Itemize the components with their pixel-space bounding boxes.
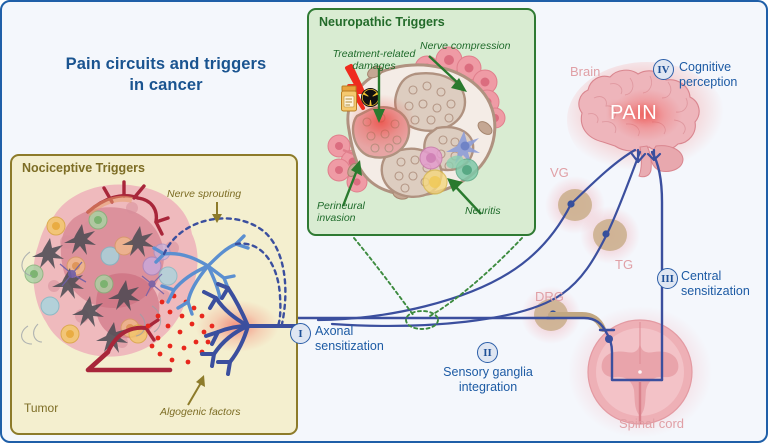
label-tumor: Tumor <box>24 401 59 415</box>
step-label-sensory-ganglia-integration: Sensory ganglia integration <box>443 365 533 394</box>
main-nerve-arbor <box>200 282 298 376</box>
step-label-central-sensitization: Central sensitization <box>681 269 750 298</box>
spinal-cord-illustration <box>587 319 693 425</box>
panel-nociceptive-triggers: Nociceptive Triggers <box>10 154 298 435</box>
step-badge-ii[interactable]: II <box>477 342 498 363</box>
label-spinal-cord: Spinal cord <box>619 416 685 431</box>
page-title: Pain circuits and triggers in cancer <box>36 54 296 95</box>
title-line-1: Pain circuits and triggers <box>65 55 267 73</box>
neuritis-arrow <box>447 178 482 215</box>
perineural-invasion-arrow <box>341 160 362 207</box>
step-label-axonal-sensitization: Axonal sensitization <box>315 324 384 353</box>
vg-afferent <box>316 202 573 322</box>
treatment-damage-arrow <box>373 68 385 123</box>
label-nerve-compression: Nerve compression <box>420 40 511 52</box>
step-badge-iii[interactable]: III <box>657 268 678 289</box>
label-nerve-sprouting: Nerve sprouting <box>167 188 242 200</box>
nerve-pathways <box>236 148 664 382</box>
label-tg: TG <box>615 257 634 272</box>
radiation-hazard-icon <box>361 88 380 107</box>
tg-afferent <box>330 234 608 327</box>
panel-nociceptive-title: Nociceptive Triggers <box>22 161 145 175</box>
label-algogenic-factors: Algogenic factors <box>160 406 241 418</box>
label-brain: Brain <box>570 64 601 79</box>
label-neuritis: Neuritis <box>465 205 501 217</box>
tg-ganglion <box>593 219 627 251</box>
stromal-cells <box>32 224 154 353</box>
label-vg: VG <box>550 165 569 180</box>
sprouting-dashed-guides <box>162 217 287 328</box>
pill-bottle-icon <box>341 85 357 112</box>
step-badge-i[interactable]: I <box>290 323 311 344</box>
panel-neuropathic-triggers: Neuropathic Triggers <box>307 8 536 236</box>
nerve-cross-section-illustration <box>327 46 506 200</box>
label-perineural-invasion: Perineural invasion <box>317 200 365 225</box>
neuropathic-leader-lines <box>353 237 523 330</box>
step-badge-iv[interactable]: IV <box>653 59 674 80</box>
nerve-sprouting-arbor <box>152 234 250 316</box>
tumor-nerve-illustration <box>21 180 298 376</box>
brain-illustration <box>578 69 700 178</box>
panel-neuropathic-title: Neuropathic Triggers <box>319 15 445 29</box>
step-label-cognitive-perception: Cognitive perception <box>679 60 738 89</box>
algogenic-factors-arrow <box>187 375 205 406</box>
neuritis-immune-cells <box>419 131 480 195</box>
nerve-sprouting-arrow <box>212 202 222 223</box>
label-pain: PAIN <box>610 102 658 124</box>
label-drg: DRG <box>535 289 564 304</box>
tumor-mass <box>21 184 198 357</box>
label-treatment-related-damages: Treatment-related damages <box>332 48 416 73</box>
nerve-compression-arrow <box>428 55 467 92</box>
title-line-2: in cancer <box>129 75 203 94</box>
